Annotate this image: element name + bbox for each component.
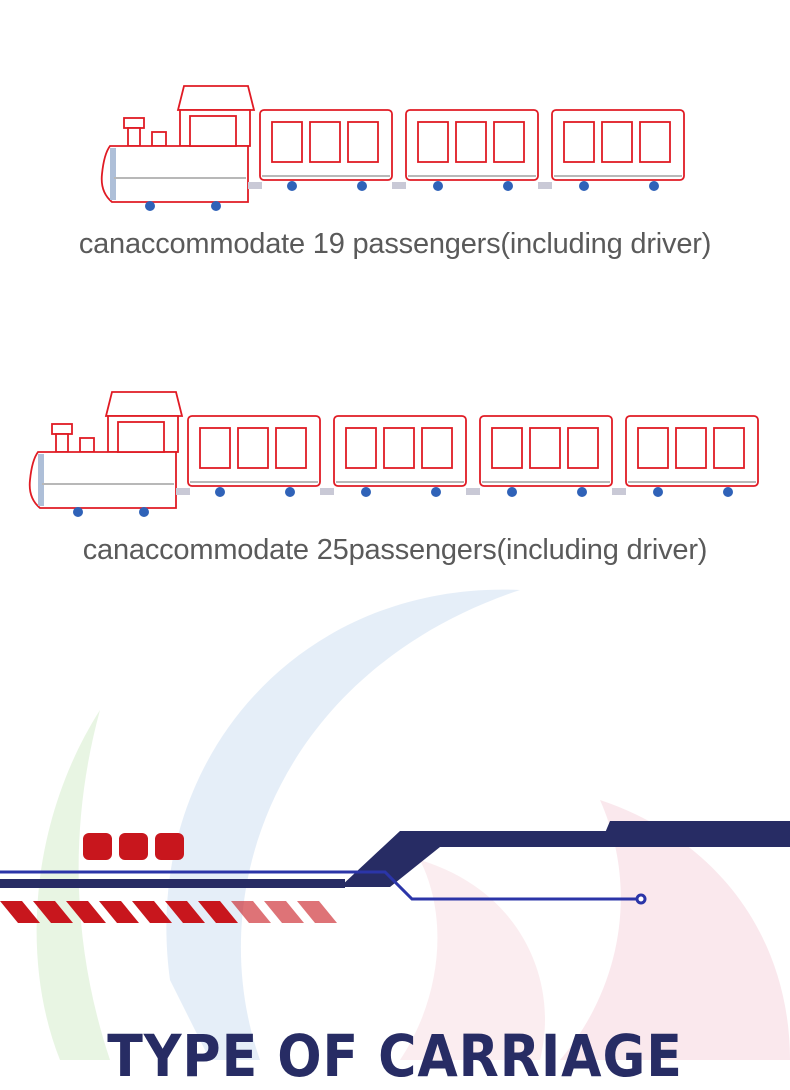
square bbox=[155, 833, 184, 860]
watermark-logo bbox=[36, 589, 790, 1060]
wheel bbox=[361, 487, 371, 497]
wheel bbox=[723, 487, 733, 497]
wheel bbox=[649, 181, 659, 191]
window bbox=[383, 427, 415, 469]
stripe bbox=[66, 901, 106, 923]
wheel bbox=[285, 487, 295, 497]
window bbox=[309, 121, 341, 163]
coupler bbox=[392, 182, 406, 189]
coupler bbox=[466, 488, 480, 495]
carriage bbox=[187, 415, 334, 497]
window bbox=[345, 427, 377, 469]
stripe bbox=[297, 901, 337, 923]
stripe bbox=[33, 901, 73, 923]
train-4-carriages bbox=[28, 391, 759, 517]
coupler bbox=[612, 488, 626, 495]
wheel bbox=[357, 181, 367, 191]
window bbox=[421, 427, 453, 469]
section-title: TYPE OF CARRIAGE bbox=[107, 1022, 683, 1090]
window bbox=[639, 121, 671, 163]
wheel bbox=[211, 201, 221, 211]
carriage bbox=[625, 415, 759, 497]
window bbox=[455, 121, 487, 163]
carriage bbox=[333, 415, 480, 497]
carriages bbox=[187, 415, 759, 497]
window bbox=[567, 427, 599, 469]
window bbox=[675, 427, 707, 469]
stripe bbox=[132, 901, 172, 923]
window bbox=[491, 427, 523, 469]
stripe bbox=[231, 901, 271, 923]
coupler bbox=[320, 488, 334, 495]
stripe bbox=[99, 901, 139, 923]
carriage bbox=[259, 109, 406, 191]
wheel bbox=[431, 487, 441, 497]
window bbox=[493, 121, 525, 163]
wheel bbox=[433, 181, 443, 191]
window bbox=[713, 427, 745, 469]
square bbox=[83, 833, 112, 860]
train-2-caption: canaccommodate 25passengers(including dr… bbox=[82, 534, 708, 566]
wheel bbox=[139, 507, 149, 517]
window bbox=[563, 121, 595, 163]
carriage bbox=[551, 109, 685, 191]
brand-squares bbox=[83, 833, 184, 860]
square bbox=[119, 833, 148, 860]
stripe bbox=[198, 901, 238, 923]
carriage bbox=[405, 109, 552, 191]
wheel bbox=[653, 487, 663, 497]
wheel bbox=[507, 487, 517, 497]
carriages bbox=[259, 109, 685, 191]
wheel bbox=[503, 181, 513, 191]
window bbox=[637, 427, 669, 469]
window bbox=[347, 121, 379, 163]
window bbox=[417, 121, 449, 163]
wheel bbox=[579, 181, 589, 191]
train-1-caption: canaccommodate 19 passengers(including d… bbox=[78, 228, 712, 260]
window bbox=[529, 427, 561, 469]
coupler bbox=[538, 182, 552, 189]
carriage bbox=[479, 415, 626, 497]
stripe bbox=[264, 901, 304, 923]
window bbox=[275, 427, 307, 469]
stripe bbox=[0, 901, 40, 923]
wheel bbox=[215, 487, 225, 497]
window bbox=[601, 121, 633, 163]
window bbox=[237, 427, 269, 469]
train-3-carriages bbox=[100, 85, 685, 211]
wheel bbox=[577, 487, 587, 497]
stripe bbox=[165, 901, 205, 923]
wheel bbox=[73, 507, 83, 517]
window bbox=[199, 427, 231, 469]
section-banner bbox=[0, 821, 790, 923]
wheel bbox=[287, 181, 297, 191]
window bbox=[271, 121, 303, 163]
wheel bbox=[145, 201, 155, 211]
